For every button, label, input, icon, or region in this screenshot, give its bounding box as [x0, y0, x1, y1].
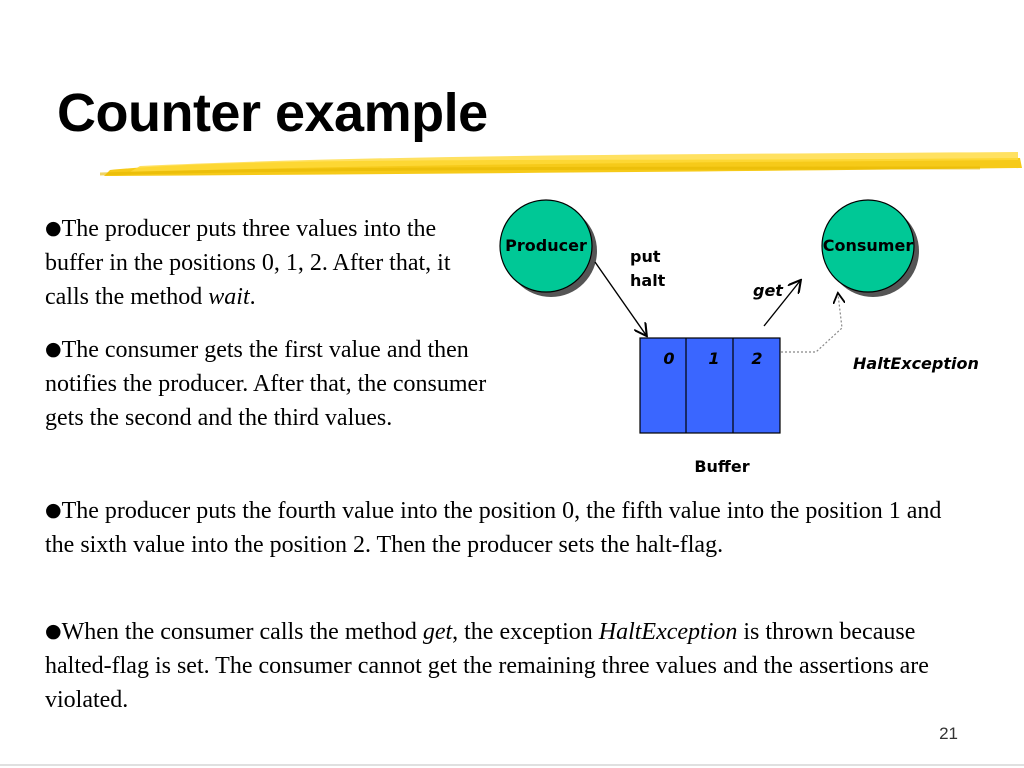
slide-number: 21	[939, 724, 958, 743]
get-label: get	[753, 281, 784, 300]
bullet-4-text: When the consumer calls the method	[61, 619, 423, 645]
bullet-1-emphasis: wait	[208, 284, 250, 310]
bullet-dot-icon: ●	[45, 338, 62, 360]
bullet-paragraph-3: ●The producer puts the fourth value into…	[45, 493, 945, 562]
producer-node: Producer	[499, 199, 597, 297]
bullet-dot-icon: ●	[45, 217, 62, 239]
put-label: put	[630, 247, 661, 266]
get-arrow	[763, 281, 800, 327]
buffer-cell-0: 0	[663, 349, 674, 368]
bullet-paragraph-1: ●The producer puts three values into the…	[45, 211, 495, 314]
bullet-1-text: The producer puts three values into the …	[45, 216, 451, 310]
halt-exception-arrow	[781, 294, 842, 353]
halt-label: halt	[630, 271, 666, 290]
slide-title: Counter example	[57, 83, 488, 143]
consumer-label: Consumer	[823, 236, 914, 255]
bullet-dot-icon: ●	[45, 499, 62, 521]
bullet-3-text: The producer puts the fourth value into …	[45, 498, 942, 558]
title-underline-highlight	[100, 152, 1022, 176]
halt-exception-label: HaltException	[853, 354, 979, 373]
buffer-label: Buffer	[694, 457, 749, 476]
footer-divider	[0, 764, 1024, 766]
bullet-4-emphasis-exception: HaltException	[598, 619, 738, 645]
buffer: 0 1 2	[639, 337, 781, 434]
bullet-dot-icon: ●	[45, 620, 62, 642]
buffer-cell-1: 1	[708, 349, 719, 368]
bullet-4-text-end: is thrown because halted-flag is set. Th…	[45, 619, 929, 713]
put-arrow	[594, 261, 646, 335]
bullet-1-end: .	[249, 284, 256, 310]
bullet-4-text-mid: , the exception	[452, 619, 599, 645]
bullet-4-emphasis-get: get	[422, 619, 453, 645]
producer-label: Producer	[505, 236, 587, 255]
buffer-cell-2: 2	[751, 349, 762, 368]
bullet-paragraph-2: ●The consumer gets the first value and t…	[45, 332, 495, 435]
bullet-2-text: The consumer gets the first value and th…	[45, 337, 487, 431]
consumer-node: Consumer	[821, 199, 919, 297]
producer-consumer-diagram: Producer Consumer put halt get HaltExcep…	[499, 199, 979, 476]
bullet-paragraph-4: ●When the consumer calls the method get,…	[45, 614, 945, 717]
